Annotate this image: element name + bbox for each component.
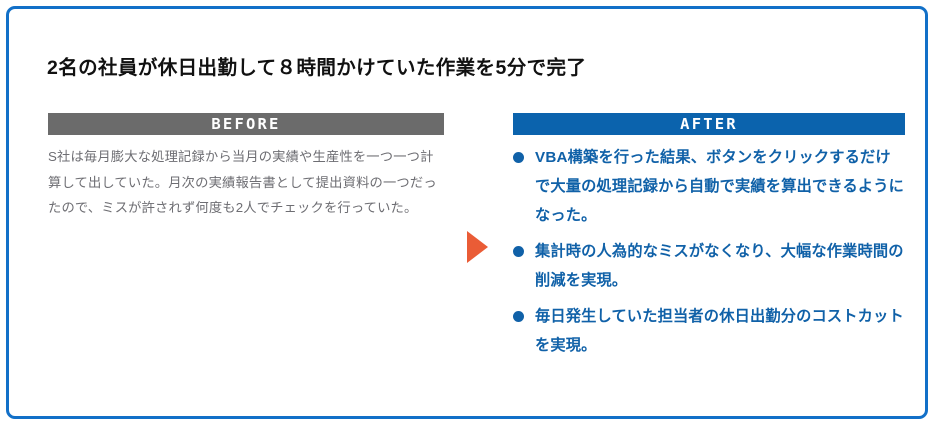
after-column: AFTER VBA構築を行った結果、ボタンをクリックするだけで大量の処理記録から… <box>513 113 905 367</box>
before-header-label: BEFORE <box>48 113 444 135</box>
bullet-dot-icon <box>513 152 524 163</box>
after-header-label: AFTER <box>513 113 905 135</box>
bullet-dot-icon <box>513 311 524 322</box>
case-study-card: 2名の社員が休日出勤して８時間かけていた作業を5分で完了 BEFORE S社は毎… <box>6 6 928 419</box>
list-item-label: 毎日発生していた担当者の休日出勤分のコストカットを実現。 <box>535 308 904 354</box>
page-title: 2名の社員が休日出勤して８時間かけていた作業を5分で完了 <box>47 57 587 79</box>
list-item: VBA構築を行った結果、ボタンをクリックするだけで大量の処理記録から自動で実績を… <box>513 143 905 230</box>
bullet-dot-icon <box>513 246 524 257</box>
after-bullet-list: VBA構築を行った結果、ボタンをクリックするだけで大量の処理記録から自動で実績を… <box>513 143 905 360</box>
list-item-label: VBA構築を行った結果、ボタンをクリックするだけで大量の処理記録から自動で実績を… <box>535 149 904 224</box>
list-item: 集計時の人為的なミスがなくなり、大幅な作業時間の削減を実現。 <box>513 237 905 295</box>
list-item: 毎日発生していた担当者の休日出勤分のコストカットを実現。 <box>513 302 905 360</box>
list-item-label: 集計時の人為的なミスがなくなり、大幅な作業時間の削減を実現。 <box>535 243 904 289</box>
triangle-right-icon <box>467 231 488 263</box>
before-body-text: S社は毎月膨大な処理記録から当月の実績や生産性を一つ一つ計算して出していた。月次… <box>48 149 437 215</box>
before-column: BEFORE S社は毎月膨大な処理記録から当月の実績や生産性を一つ一つ計算して出… <box>48 113 444 221</box>
